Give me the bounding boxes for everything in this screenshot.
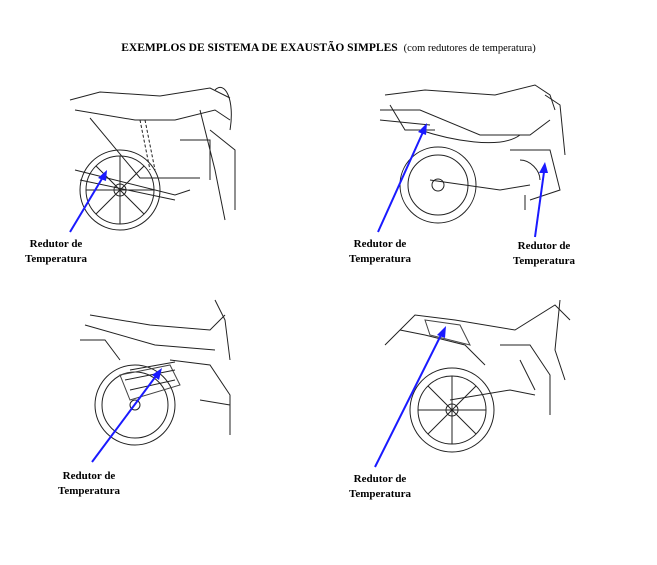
arrow-2 (377, 131, 424, 233)
motorcycle-bottom-left (80, 299, 231, 446)
label-redutor-4: Redutor de Temperatura (49, 469, 129, 499)
arrow-4 (91, 375, 157, 463)
label-line: Redutor de (517, 240, 571, 252)
title-main: EXEMPLOS DE SISTEMA DE EXAUSTÃO SIMPLES (121, 42, 398, 54)
label-redutor-2: Redutor de Temperatura (340, 237, 420, 267)
arrowhead-3 (539, 162, 548, 173)
arrowhead-5 (437, 326, 446, 338)
label-redutor-3: Redutor de Temperatura (504, 239, 584, 269)
document-title: EXEMPLOS DE SISTEMA DE EXAUSTÃO SIMPLES (… (0, 42, 657, 54)
label-line: Temperatura (25, 253, 87, 265)
label-line: Redutor de (62, 470, 116, 482)
label-line: Temperatura (349, 253, 411, 265)
label-line: Redutor de (29, 238, 83, 250)
title-sub: (com redutores de temperatura) (403, 43, 536, 54)
label-line: Redutor de (353, 238, 407, 250)
arrow-1 (69, 176, 104, 233)
label-line: Temperatura (349, 488, 411, 500)
arrowhead-2 (418, 123, 427, 135)
arrow-5 (374, 334, 442, 468)
label-redutor-1: Redutor de Temperatura (16, 237, 96, 267)
motorcycle-bottom-right (384, 299, 571, 453)
label-redutor-5: Redutor de Temperatura (340, 472, 420, 502)
label-line: Redutor de (353, 473, 407, 485)
arrows (69, 123, 548, 468)
arrowhead-4 (152, 368, 162, 380)
arrow-3 (534, 171, 545, 238)
label-line: Temperatura (58, 485, 120, 497)
arrowhead-1 (98, 170, 107, 181)
motorcycle-top-left (69, 87, 236, 231)
motorcycle-top-right (379, 84, 566, 224)
label-line: Temperatura (513, 255, 575, 267)
